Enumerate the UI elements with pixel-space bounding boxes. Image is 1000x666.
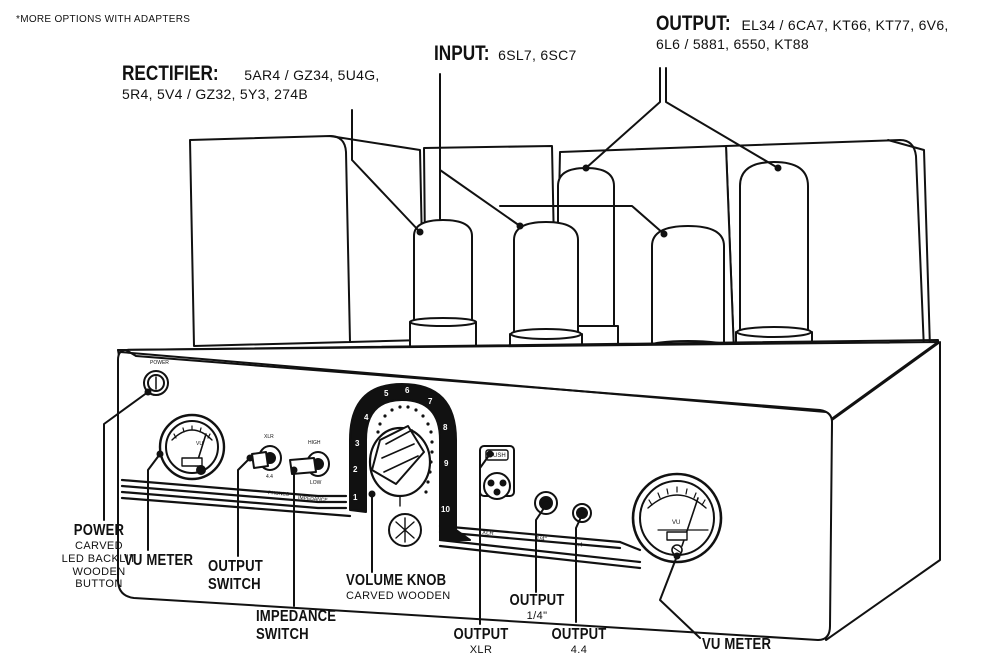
panel-jack-44-text: 4.4	[574, 542, 583, 549]
left-vu-meter	[158, 413, 226, 481]
leader-lines-top	[351, 67, 779, 235]
panel-impedance-text: IMPEDANCE	[298, 495, 329, 504]
rectifier-tube	[404, 219, 482, 357]
power-sub4: BUTTON	[75, 578, 123, 591]
brand-logo	[388, 513, 422, 547]
power-sub2: LED BACKLIT	[61, 553, 137, 566]
dial-number-8: 8	[443, 423, 448, 432]
dial-number-9: 9	[444, 459, 449, 468]
panel-phones-text: PHONES	[268, 490, 290, 498]
rectifier-title: RECTIFIER:	[122, 62, 219, 85]
output-tubes-line1: EL34 / 6CA7, KT66, KT77, 6V6,	[741, 17, 949, 33]
left-transformer	[189, 135, 425, 347]
panel-jack-quarter-text: 1/4"	[536, 536, 547, 543]
output-44-label: OUTPUT 4.4	[544, 626, 614, 657]
power-sub1: CARVED	[74, 540, 124, 553]
volume-knob-label: VOLUME KNOB CARVED WOODEN	[346, 572, 468, 603]
footnote: *MORE OPTIONS WITH ADAPTERS	[16, 14, 191, 25]
impedance-switch-line2: SWITCH	[256, 626, 309, 644]
output-switch-label: OUTPUT SWITCH	[208, 558, 275, 595]
panel-push-text: PUSH	[489, 453, 506, 459]
volume-dial-ticks	[376, 405, 434, 494]
right-vu-meter-label: VU METER	[702, 636, 786, 654]
dial-number-1: 1	[353, 493, 358, 502]
output-tubes-line2: 6L6 / 5881, 6550, KT88	[656, 36, 809, 53]
panel-vu-left-text: VU	[196, 441, 203, 447]
panel-vu-text: VU	[672, 520, 680, 526]
output-44-sub: 4.4	[570, 644, 588, 657]
left-vu-meter-title: VU METER	[124, 552, 194, 569]
output-quarter-sub: 1/4"	[526, 610, 548, 623]
volume-knob-sub: CARVED WOODEN	[346, 590, 451, 603]
right-vu-meter	[631, 472, 723, 564]
panel-texts: POWER XLR 4.4 HIGH LOW PHONES IMPEDANCE …	[150, 360, 680, 549]
panel-44-text: 4.4	[266, 474, 273, 480]
chassis	[117, 339, 941, 641]
panel-high-text: HIGH	[308, 440, 321, 446]
output-tubes-title: OUTPUT:	[656, 12, 731, 35]
power-sub3: WOODEN	[72, 565, 126, 578]
dial-number-4: 4	[364, 413, 369, 422]
impedance-switch-line1: IMPEDANCE	[256, 608, 337, 625]
dial-number-5: 5	[384, 389, 389, 398]
dial-number-6: 6	[405, 386, 410, 395]
output-switch-line1: OUTPUT	[208, 558, 263, 575]
output-xlr-title: OUTPUT	[453, 626, 509, 643]
input-value: 6SL7, 6SC7	[498, 47, 577, 63]
rectifier-line2: 5R4, 5V4 / GZ32, 5Y3, 274B	[122, 86, 309, 103]
volume-knob[interactable]	[368, 425, 432, 507]
output-quarter-title: OUTPUT	[509, 592, 565, 609]
panel-jack-xlr-text: XLR	[482, 530, 495, 537]
rectifier-label: RECTIFIER: 5AR4 / GZ34, 5U4G, 5R4, 5V4 /…	[122, 62, 380, 102]
leader-dots-top	[416, 164, 782, 238]
power-button[interactable]	[143, 370, 169, 396]
volume-knob-title: VOLUME KNOB	[346, 572, 447, 589]
rectifier-line1: 5AR4 / GZ34, 5U4G,	[244, 67, 380, 83]
output-tubes-label: OUTPUT: EL34 / 6CA7, KT66, KT77, 6V6, 6L…	[656, 12, 949, 52]
power-label: POWER CARVED LED BACKLIT WOODEN BUTTON	[54, 522, 144, 591]
dial-number-3: 3	[355, 439, 360, 448]
impedance-switch-label: IMPEDANCE SWITCH	[256, 608, 354, 645]
power-title: POWER	[73, 522, 125, 539]
volume-arch	[349, 383, 471, 541]
output-quarter-label: OUTPUT 1/4"	[502, 592, 572, 623]
dial-number-7: 7	[428, 397, 433, 406]
panel-xlr-text: XLR	[264, 434, 274, 440]
right-vu-meter-title: VU METER	[702, 636, 772, 653]
output-switch-line2: SWITCH	[208, 576, 261, 594]
output-44-title: OUTPUT	[551, 626, 607, 643]
xlr-jack[interactable]	[479, 445, 515, 500]
output-tube-2	[727, 161, 821, 371]
input-label: INPUT: 6SL7, 6SC7	[434, 42, 577, 66]
panel-low-text: LOW	[310, 480, 322, 486]
output-xlr-sub: XLR	[469, 644, 493, 657]
input-title: INPUT:	[434, 42, 490, 65]
panel-power-text: POWER	[150, 360, 169, 366]
dial-number-2: 2	[353, 465, 358, 474]
front-stripes	[120, 478, 642, 570]
left-vu-meter-label: VU METER	[124, 552, 208, 570]
output-switch[interactable]	[251, 445, 282, 471]
leader-dots-bottom	[144, 388, 681, 560]
dial-number-10: 10	[441, 505, 450, 514]
volume-dial-numbers: 1 2 3 4 5 6 7 8 9 10	[353, 386, 450, 514]
leader-lines-bottom	[103, 391, 701, 639]
output-xlr-label: OUTPUT XLR	[446, 626, 516, 657]
